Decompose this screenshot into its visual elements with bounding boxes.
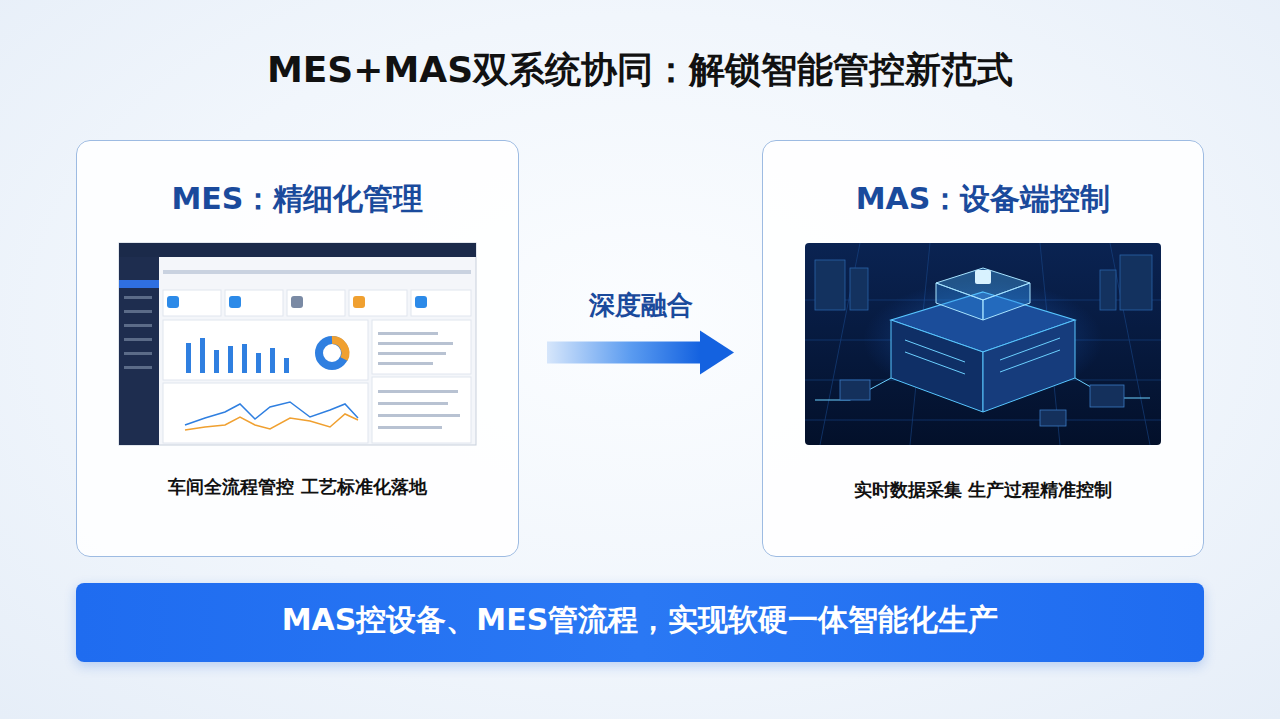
panel-caption: 实时数据采集 生产过程精准控制 — [773, 478, 1193, 502]
summary-text: MAS控设备、MES管流程，实现软硬一体智能化生产 — [86, 600, 1194, 641]
edge-label: 深度融合 — [585, 288, 697, 323]
panel-heading: MES：精细化管理 — [87, 179, 508, 220]
system-panel: MAS：设备端控制实时数据采集 生产过程精准控制 — [762, 140, 1204, 557]
panel-heading: MAS：设备端控制 — [773, 179, 1193, 220]
panel-caption: 车间全流程管控 工艺标准化落地 — [87, 475, 508, 499]
diagram-title: MES+MAS双系统协同：解锁智能管控新范式 — [0, 46, 1280, 95]
system-panel: MES：精细化管理车间全流程管控 工艺标准化落地 — [76, 140, 519, 557]
flow-arrow — [547, 331, 734, 375]
summary-band: MAS控设备、MES管流程，实现软硬一体智能化生产 — [76, 583, 1204, 662]
